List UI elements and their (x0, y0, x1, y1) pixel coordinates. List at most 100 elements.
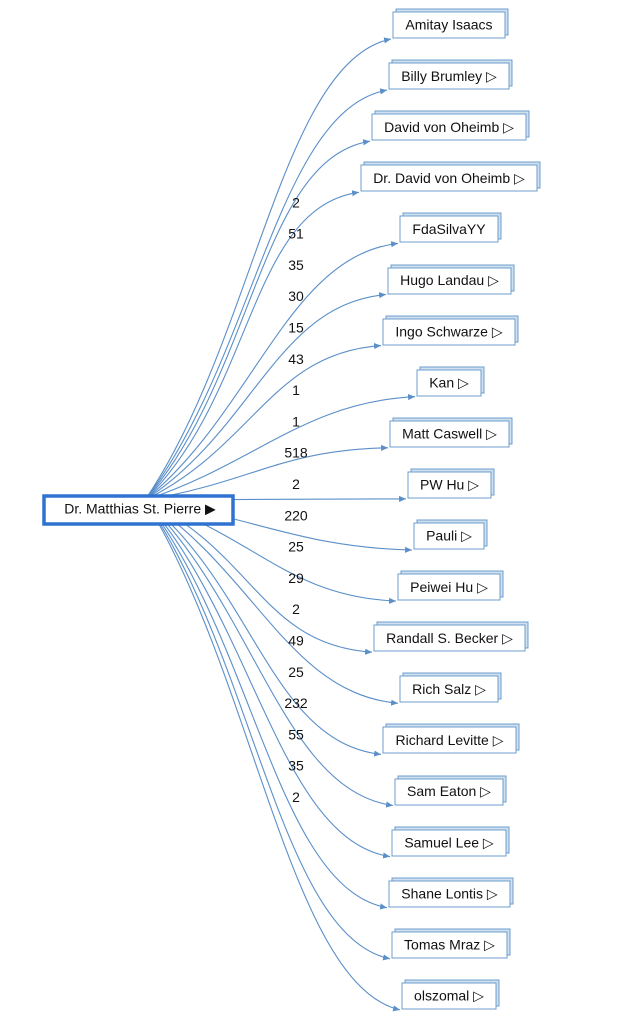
edge (144, 88, 388, 501)
edge (144, 393, 416, 501)
target-node-box[interactable] (391, 829, 507, 857)
edge-count-label: 220 (284, 507, 308, 523)
target-node-label: Rich Salz ▷ (412, 681, 486, 697)
target-node[interactable]: Hugo Landau ▷ (387, 264, 515, 295)
target-node[interactable]: FdaSilvaYY (399, 212, 502, 243)
target-node[interactable]: Randall S. Becker ▷ (373, 621, 529, 652)
edge (144, 444, 389, 501)
target-node-box[interactable] (391, 931, 508, 959)
target-node[interactable]: PW Hu ▷ (407, 468, 495, 499)
target-node-label: Kan ▷ (429, 374, 469, 390)
target-node-box[interactable] (392, 11, 506, 39)
target-node[interactable]: Kan ▷ (416, 366, 485, 397)
target-node-label: FdaSilvaYY (412, 221, 486, 237)
target-node[interactable]: Pauli ▷ (413, 519, 488, 550)
target-node-label: Tomas Mraz ▷ (404, 937, 495, 953)
target-node[interactable]: Sam Eaton ▷ (394, 775, 507, 806)
target-node-label: PW Hu ▷ (420, 477, 479, 493)
target-node[interactable]: Tomas Mraz ▷ (391, 928, 511, 959)
target-node-box[interactable] (399, 675, 499, 703)
edge-count-label: 35 (288, 257, 304, 273)
edge (144, 343, 382, 501)
target-node-box[interactable] (371, 113, 527, 141)
target-node-label: Hugo Landau ▷ (400, 272, 499, 288)
edge-count-label: 2 (292, 789, 300, 805)
target-node-box[interactable] (388, 62, 510, 90)
target-node-box[interactable] (401, 982, 497, 1010)
edge-count-label: 1 (292, 413, 300, 429)
edge-count-label: 43 (288, 351, 304, 367)
target-node-label: David von Oheimb ▷ (384, 119, 514, 135)
target-node-label: Shane Lontis ▷ (401, 885, 498, 901)
edge (144, 241, 399, 501)
root-node-box[interactable] (42, 494, 235, 526)
target-node-box[interactable] (416, 369, 482, 397)
edge (144, 499, 401, 1012)
target-node-box[interactable] (360, 164, 538, 192)
target-node-box[interactable] (399, 215, 499, 243)
target-node-box[interactable] (407, 471, 492, 499)
target-node[interactable]: Dr. David von Oheimb ▷ (360, 161, 541, 192)
target-node-label: olszomal ▷ (414, 988, 484, 1004)
edge-count-label: 2 (292, 476, 300, 492)
edge (144, 499, 391, 961)
root-node[interactable]: Dr. Matthias St. Pierre ▶ (42, 494, 235, 526)
target-node-label: Billy Brumley ▷ (401, 68, 497, 84)
target-node-box[interactable] (389, 420, 510, 448)
edge-count-label: 55 (288, 726, 304, 742)
target-node[interactable]: David von Oheimb ▷ (371, 110, 530, 141)
edge-count-label: 2 (292, 194, 300, 210)
edge-count-label: 49 (288, 633, 304, 649)
edge (144, 37, 392, 501)
edge-count-label: 25 (288, 664, 304, 680)
target-node-label: Amitay Isaacs (405, 17, 492, 33)
target-node-label: Sam Eaton ▷ (407, 783, 491, 799)
target-node[interactable]: Samuel Lee ▷ (391, 826, 510, 857)
target-node-label: Peiwei Hu ▷ (410, 579, 488, 595)
edge-count-label: 1 (292, 382, 300, 398)
target-node[interactable]: olszomal ▷ (401, 979, 500, 1010)
target-node-label: Randall S. Becker ▷ (386, 630, 513, 646)
target-node[interactable]: Peiwei Hu ▷ (397, 570, 504, 601)
edge-count-label: 518 (284, 445, 308, 461)
edge-count-label: 29 (288, 570, 304, 586)
edge (144, 499, 388, 910)
target-node-label: Dr. David von Oheimb ▷ (373, 170, 525, 186)
target-node[interactable]: Ingo Schwarze ▷ (382, 315, 519, 346)
edge-count-label: 25 (288, 539, 304, 555)
target-node[interactable]: Matt Caswell ▷ (389, 417, 513, 448)
target-node-label: Richard Levitte ▷ (395, 732, 503, 748)
edge (144, 499, 391, 859)
target-node-box[interactable] (382, 318, 516, 346)
target-node-box[interactable] (413, 522, 485, 550)
target-node[interactable]: Shane Lontis ▷ (388, 877, 514, 908)
edge (144, 499, 382, 757)
edge (144, 190, 360, 501)
edge (144, 139, 371, 501)
target-node-label: Matt Caswell ▷ (402, 426, 497, 442)
edge-count-label: 51 (288, 226, 304, 242)
root-node-label: Dr. Matthias St. Pierre ▶ (64, 501, 216, 517)
edge-count-label: 2 (292, 601, 300, 617)
edge-count-label: 232 (284, 695, 308, 711)
target-node-box[interactable] (394, 778, 504, 806)
target-node[interactable]: Billy Brumley ▷ (388, 59, 513, 90)
target-node-label: Samuel Lee ▷ (404, 834, 494, 850)
target-node-box[interactable] (382, 726, 517, 754)
target-node-label: Ingo Schwarze ▷ (395, 323, 502, 339)
target-node[interactable]: Richard Levitte ▷ (382, 723, 520, 754)
edge (144, 499, 394, 808)
target-node[interactable]: Rich Salz ▷ (399, 672, 502, 703)
target-node-box[interactable] (373, 624, 526, 652)
target-node-box[interactable] (397, 573, 501, 601)
edge-count-label: 30 (288, 288, 304, 304)
target-node-box[interactable] (387, 267, 512, 295)
target-node-label: Pauli ▷ (426, 528, 472, 544)
edge-count-label: 15 (288, 320, 304, 336)
edge (144, 499, 399, 706)
target-node[interactable]: Amitay Isaacs (392, 8, 509, 39)
target-node-box[interactable] (388, 880, 511, 908)
